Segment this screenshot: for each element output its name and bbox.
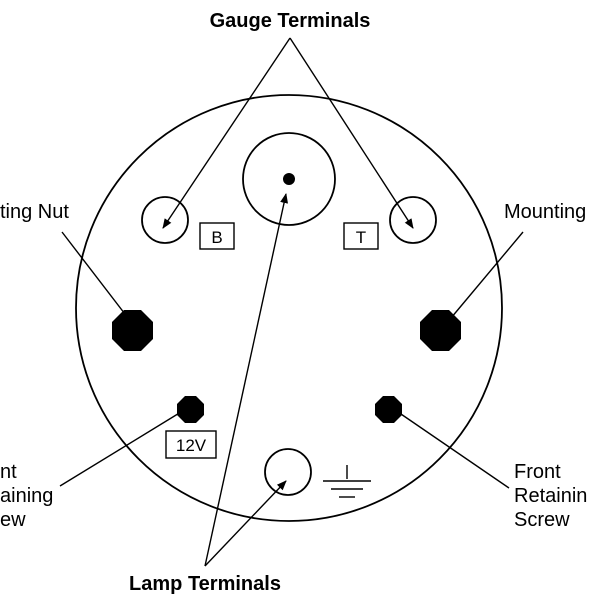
terminal-box-12v: 12V [165, 430, 217, 459]
mounting-nut-left [112, 310, 153, 351]
gauge-terminals-label: Gauge Terminals [210, 10, 371, 32]
mounting-nut-left-leader [61, 231, 129, 319]
gauge-terminal-left [141, 196, 189, 244]
terminal-box-12v-label: 12V [176, 436, 207, 455]
mounting-nut-right [420, 310, 461, 351]
lamp-terminal-arrow-center [204, 193, 288, 567]
front-retaining-screw-left-label: nt aining ew [0, 461, 53, 531]
front-retaining-screw-right-label: Front Retainin Screw [514, 461, 587, 531]
retaining-screw-left [177, 396, 204, 423]
gauge-terminal-arrow-right [289, 37, 414, 229]
front-left-line-2: aining [0, 485, 53, 507]
front-right-line-3: Screw [514, 509, 570, 531]
lamp-terminal [264, 448, 312, 496]
lamp-terminals-label: Lamp Terminals [129, 573, 281, 595]
mounting-right-label: Mounting [504, 201, 586, 223]
terminal-box-b: B [199, 222, 235, 250]
gauge-terminal-arrow-left [162, 37, 291, 229]
front-right-line-1: Front [514, 461, 561, 483]
mounting-nut-left-label: ting Nut [0, 201, 69, 223]
front-right-line-2: Retainin [514, 485, 587, 507]
retaining-screw-right [375, 396, 402, 423]
front-left-line-1: nt [0, 461, 17, 483]
terminal-box-b-label: B [211, 228, 222, 247]
terminal-box-t: T [343, 222, 379, 250]
center-terminal-dot [283, 173, 295, 185]
gauge-terminal-right [389, 196, 437, 244]
retaining-screw-left-leader [59, 411, 182, 487]
ground-icon [323, 465, 371, 498]
mounting-nut-right-leader [450, 231, 524, 319]
front-left-line-3: ew [0, 509, 26, 531]
gauge-body-outline [75, 94, 503, 522]
center-terminal-ring [242, 132, 336, 226]
retaining-screw-right-leader [397, 411, 510, 489]
terminal-box-t-label: T [356, 228, 366, 247]
lamp-terminal-arrow-bottom [204, 480, 287, 567]
